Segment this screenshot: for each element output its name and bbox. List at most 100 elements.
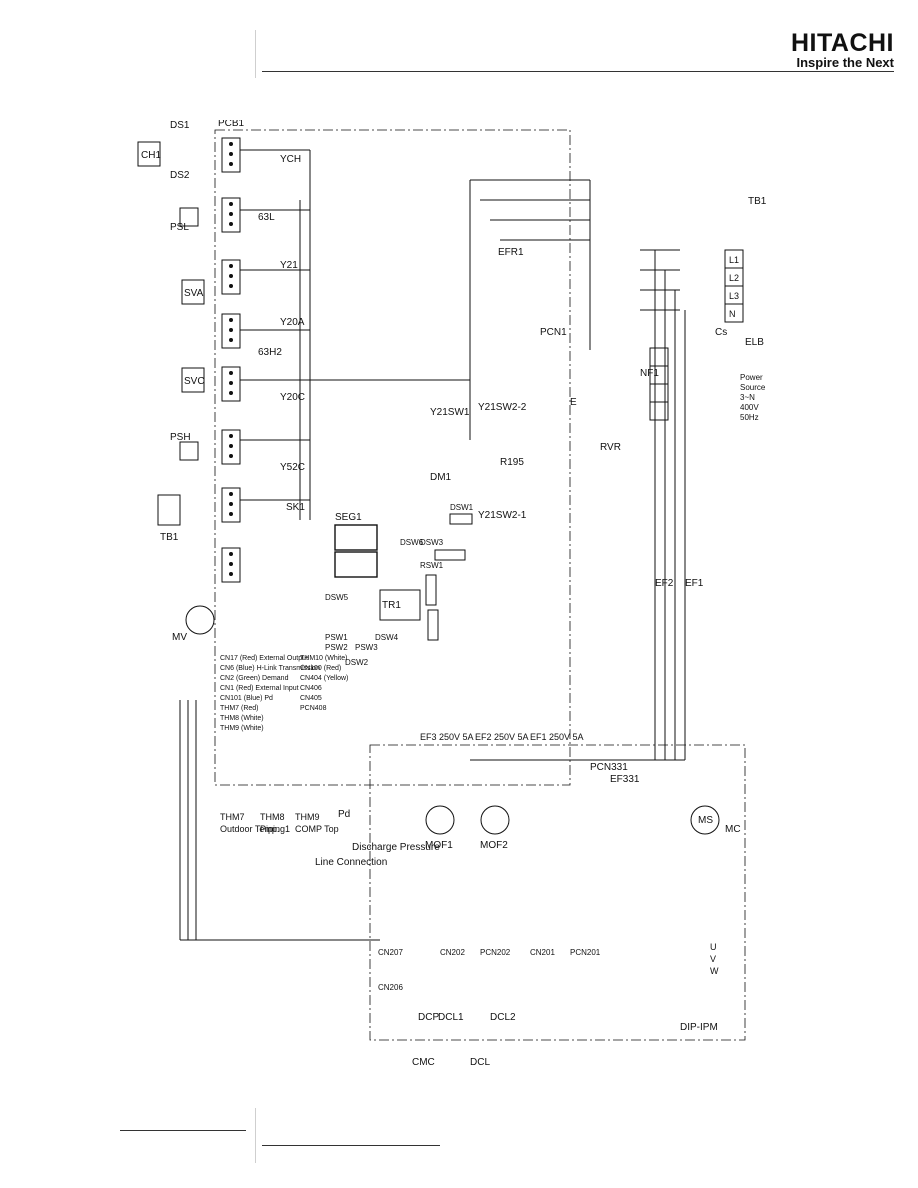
label-dcp: DCP: [418, 1012, 439, 1023]
label-fuse-ef3: EF3 250V 5A: [420, 732, 474, 742]
label-ych: YCH: [280, 154, 301, 165]
external-device-boxes: [137, 141, 205, 526]
label-line-connection: Line Connection: [315, 857, 387, 868]
label-rvr: RVR: [600, 442, 621, 453]
label-tr1: TR1: [382, 600, 401, 611]
terminal-l1: L1: [729, 255, 739, 265]
label-cmc: CMC: [412, 1057, 435, 1068]
conn-cn406: CN406: [300, 685, 322, 692]
label-dm1: DM1: [430, 472, 452, 483]
switch-psw3: PSW3: [355, 643, 378, 652]
power-terminal-block: [649, 249, 744, 421]
diagram-labels: PCB1 DIP-IPM CH1 DS1 DS2 PSL SVA SVC PSH…: [141, 120, 767, 1068]
conn-cn405: CN405: [300, 695, 322, 702]
label-dcl1: DCL1: [438, 1012, 464, 1023]
label-pcn1: PCN1: [540, 327, 567, 338]
label-ms: MS: [698, 815, 713, 826]
footer-rule-right: [262, 1145, 440, 1146]
switch-psw1: PSW1: [325, 633, 348, 642]
thm8-desc: Piping1: [260, 824, 290, 834]
motor-symbols: [185, 605, 720, 835]
label-nf1: NF1: [640, 368, 659, 379]
ipm-cn206: CN206: [378, 983, 403, 992]
ipm-cn201: CN201: [530, 948, 555, 957]
conn-thm8: THM8 (White): [220, 715, 264, 722]
dip-ipm-frame: [369, 744, 746, 1041]
thm9-desc: COMP Top: [295, 824, 339, 834]
terminal-n: N: [729, 309, 736, 319]
header-divider-line: [255, 30, 256, 78]
conn-thm9: THM9 (White): [220, 725, 264, 732]
label-mof2: MOF2: [480, 840, 508, 851]
footer-rule-left: [120, 1130, 246, 1131]
switch-dsw3: DSW3: [420, 538, 444, 547]
conn-cn100: CN100 (Red): [300, 665, 341, 672]
label-63h2: 63H2: [258, 347, 282, 358]
label-dip-ipm: DIP-IPM: [680, 1022, 718, 1033]
power-supply-labels: Power Source 3~N 400V 50Hz: [740, 373, 766, 422]
label-svc: SVC: [184, 376, 205, 387]
ipm-connector-labels: CN206 CN207 CN202 PCN202 CN201 PCN201: [378, 948, 601, 992]
power-line-5: 50Hz: [740, 413, 759, 422]
label-pcn331: PCN331: [590, 762, 628, 773]
label-dcl: DCL: [470, 1057, 490, 1068]
pcb1-connector-labels: CN17 (Red) External Output CN6 (Blue) H-…: [220, 655, 348, 732]
label-ef1: EF1: [685, 578, 704, 589]
footer-divider-line: [255, 1108, 256, 1163]
motor-pin-w: W: [710, 966, 719, 976]
switch-rsw1: RSW1: [420, 561, 444, 570]
top-connector-pins: [229, 142, 233, 576]
thm9-id: THM9: [295, 812, 320, 822]
switch-psw2: PSW2: [325, 643, 348, 652]
power-line-4: 400V: [740, 403, 759, 412]
thm7-id: THM7: [220, 812, 245, 822]
thm7-desc: Outdoor Temp.: [220, 824, 279, 834]
conn-cn1: CN1 (Red) External Input: [220, 685, 299, 692]
wire-harness: [179, 149, 686, 941]
switch-dsw5: DSW5: [325, 593, 349, 602]
label-y21sw1: Y21SW1: [430, 407, 470, 418]
conn-thm10: THM10 (White): [300, 655, 347, 662]
label-psh: PSH: [170, 432, 191, 443]
label-discharge-pressure: Discharge Pressure: [352, 842, 440, 853]
header-rule: [262, 71, 894, 72]
wiring-diagram: PCB1 DIP-IPM CH1 DS1 DS2 PSL SVA SVC PSH…: [137, 120, 767, 1068]
label-r195: R195: [500, 457, 524, 468]
conn-thm7: THM7 (Red): [220, 705, 259, 712]
label-mof1: MOF1: [425, 840, 453, 851]
label-ds1: DS1: [170, 120, 190, 131]
thermistor-labels: THM7 Outdoor Temp. THM8 Piping1 THM9 COM…: [220, 812, 339, 834]
label-ef2: EF2: [655, 578, 674, 589]
label-elb: ELB: [745, 337, 764, 348]
label-dcl2: DCL2: [490, 1012, 516, 1023]
label-tb1-right: TB1: [748, 196, 767, 207]
power-terminal-labels: L1 L2 L3 N: [729, 255, 739, 319]
label-psl: PSL: [170, 222, 189, 233]
ipm-cn202: CN202: [440, 948, 465, 957]
motor-pin-v: V: [710, 954, 716, 964]
label-cs: Cs: [715, 327, 727, 338]
label-tb1-left: TB1: [160, 532, 179, 543]
label-sk1: SK1: [286, 502, 305, 513]
brand-tagline: Inspire the Next: [796, 55, 894, 70]
label-y20a: Y20A: [280, 317, 305, 328]
label-y21sw2-2: Y21SW2-2: [478, 402, 527, 413]
seven-segment-display: [334, 524, 378, 578]
label-y20c: Y20C: [280, 392, 305, 403]
label-y52c: Y52C: [280, 462, 305, 473]
label-ef331: EF331: [610, 774, 640, 785]
label-pd: Pd: [338, 809, 350, 820]
label-fuse-ef1: EF1 250V 5A: [530, 732, 584, 742]
label-fuse-ef2: EF2 250V 5A: [475, 732, 529, 742]
label-ds2: DS2: [170, 170, 190, 181]
power-line-2: Source: [740, 383, 766, 392]
label-pcb1: PCB1: [218, 120, 245, 129]
conn-pcn408: PCN408: [300, 705, 327, 712]
ipm-pcn202: PCN202: [480, 948, 511, 957]
switch-dsw1: DSW1: [450, 503, 474, 512]
top-connector-row: [221, 137, 241, 583]
conn-cn101: CN101 (Blue) Pd: [220, 695, 273, 702]
terminal-l2: L2: [729, 273, 739, 283]
switch-dsw6: DSW6: [400, 538, 424, 547]
switch-dsw2: DSW2: [345, 658, 369, 667]
